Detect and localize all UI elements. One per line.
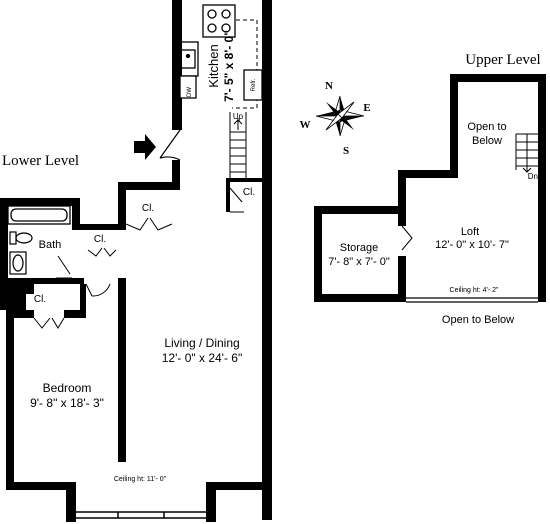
bedroom-door: [85, 283, 111, 297]
ceiling-height-lower: Ceiling ht: 11'- 0": [114, 476, 167, 483]
open-edges: [406, 297, 538, 303]
living-dims: 12'- 0" x 24'- 6": [162, 351, 242, 365]
stairs-up-label: Up: [233, 112, 244, 121]
closet-upper-doors: [125, 217, 173, 231]
compass-n: N: [325, 80, 333, 92]
open-upper-line1: Open to: [467, 121, 506, 133]
open-upper-line2: Below: [472, 135, 502, 147]
upper-level-title: Upper Level: [465, 52, 540, 68]
stairs-upper: [515, 133, 538, 172]
dishwasher: DW: [179, 75, 197, 99]
closet-bedroom-doors: [33, 317, 65, 329]
lower-level-walls: [0, 0, 272, 522]
toilet: [9, 231, 33, 245]
closet-upper-label: Cl.: [142, 203, 154, 214]
bathtub: [7, 205, 71, 225]
bath-sink: [9, 251, 27, 275]
ceiling-height-loft: Ceiling ht: 4'- 2": [450, 287, 499, 294]
stair-closet-door: [229, 187, 244, 213]
entry-arrow-icon: [134, 134, 156, 160]
compass-rose-icon: [315, 95, 365, 137]
refrigerator-label: Refr.: [251, 78, 257, 91]
stair-closet-label: Cl.: [243, 187, 255, 198]
bath-door: [56, 255, 72, 279]
closet-linen-doors: [87, 247, 117, 257]
loft-dims: 12'- 0" x 10'- 7": [435, 239, 509, 251]
kitchen-dims: 7'- 5" x 8'- 0": [222, 30, 236, 102]
storage-door: [401, 225, 413, 251]
stairs-down-arrow-icon: [522, 167, 532, 173]
stairs-up-arrow-icon: [233, 119, 243, 125]
stairs-lower: [229, 112, 247, 178]
storage-dims: 7'- 8" x 7'- 0": [328, 256, 390, 268]
open-to-below-label: Open to Below: [442, 314, 514, 326]
living-name: Living / Dining: [164, 336, 239, 350]
compass-w: W: [300, 119, 311, 131]
dishwasher-label: DW: [187, 87, 193, 97]
lower-level-title: Lower Level: [2, 153, 79, 169]
closet-linen-label: Cl.: [94, 234, 106, 245]
entry-door: [159, 129, 181, 161]
compass-s: S: [343, 145, 349, 157]
refrigerator: Refr.: [243, 69, 263, 101]
closet-bedroom-label: Cl.: [34, 294, 46, 305]
stove: [202, 4, 236, 38]
bath-label: Bath: [39, 239, 62, 251]
bedroom-dims: 9'- 8" x 18'- 3": [30, 396, 104, 410]
kitchen-counter: [232, 19, 258, 109]
compass-e: E: [363, 102, 370, 114]
kitchen-name: Kitchen: [206, 44, 221, 87]
upper-level-walls: [314, 74, 546, 302]
stairs-down-label: Dn.: [528, 172, 540, 181]
bay-window: [76, 511, 206, 519]
storage-name: Storage: [340, 242, 379, 254]
bedroom-name: Bedroom: [43, 381, 92, 395]
loft-name: Loft: [461, 226, 479, 238]
